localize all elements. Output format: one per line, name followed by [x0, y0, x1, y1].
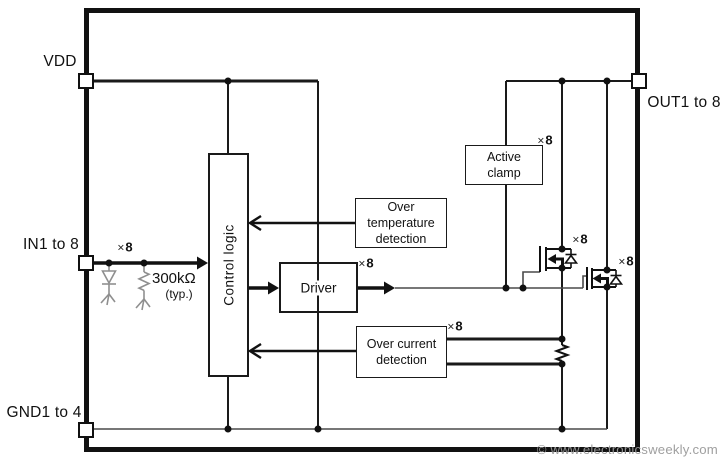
- in-pin: [78, 255, 94, 271]
- ground-symbol-icon: [100, 293, 116, 306]
- sense-resistor-icon: [553, 344, 571, 362]
- output-mosfet-icon: [586, 267, 624, 290]
- junction-dot: [603, 283, 611, 291]
- multiplier-input: ×8: [117, 240, 132, 255]
- output-fet-gate-riser: [582, 275, 587, 288]
- multiplier-sense-mosfet: ×8: [572, 232, 587, 247]
- ground-symbol-icon: [135, 298, 151, 311]
- active-clamp-label-line2: clamp: [487, 166, 521, 180]
- junction-dot: [558, 245, 566, 253]
- multiplier-sign: ×: [358, 256, 366, 271]
- overtemp-arrowhead-icon: [247, 214, 262, 232]
- multiplier-sign: ×: [618, 254, 626, 269]
- multiplier-over-current: ×8: [447, 319, 462, 334]
- control-logic-label: Control logic: [221, 224, 236, 306]
- multiplier-count: 8: [455, 318, 463, 334]
- multiplier-driver-output: ×8: [358, 256, 373, 271]
- body-arrowhead-icon: [547, 254, 556, 264]
- over-temperature-detection-block: Over temperature detection: [355, 198, 447, 248]
- input-arrowhead-icon: [197, 256, 208, 270]
- over-current-detection-block: Over current detection: [356, 326, 447, 378]
- over-current-label-line2: detection: [376, 353, 427, 367]
- driver-label: Driver: [297, 280, 340, 295]
- sense-mosfet-icon: [539, 246, 579, 272]
- multiplier-count: 8: [366, 255, 374, 271]
- multiplier-active-clamp: ×8: [537, 133, 552, 148]
- over-temperature-label-line1: Over temperature: [367, 199, 435, 230]
- vdd-pin-label: VDD: [43, 53, 77, 70]
- out-pin: [631, 73, 647, 89]
- junction-dot: [558, 77, 566, 85]
- multiplier-count: 8: [580, 231, 588, 247]
- junction-dot: [558, 360, 566, 368]
- multiplier-count: 8: [626, 253, 634, 269]
- multiplier-sign: ×: [447, 319, 455, 334]
- pulldown-resistor-icon: [137, 271, 151, 292]
- control-to-driver-arrowhead-icon: [268, 281, 279, 295]
- junction-dot: [224, 425, 232, 433]
- out-pin-label: OUT1 to 8: [647, 94, 721, 111]
- input-protection: [100, 263, 151, 311]
- junction-dot: [603, 266, 611, 274]
- junction-dot: [519, 284, 527, 292]
- over-temperature-label-line2: detection: [375, 232, 427, 247]
- junction-dot: [558, 264, 566, 272]
- gnd-pin-label: GND1 to 4: [6, 404, 82, 421]
- junction-dot: [603, 77, 611, 85]
- multiplier-sign: ×: [572, 232, 580, 247]
- body-arrowhead-icon: [592, 273, 601, 284]
- multiplier-sign: ×: [537, 133, 545, 148]
- junction-dot: [558, 425, 566, 433]
- driver-output-arrowhead-icon: [384, 281, 395, 295]
- body-diode-icon: [608, 275, 624, 285]
- input-resistor-value: 300kΩ: [152, 270, 196, 287]
- junction-dot: [502, 284, 510, 292]
- sense-fet-gate-riser: [522, 271, 540, 288]
- active-clamp-block: Active clamp: [465, 145, 543, 185]
- in-pin-label: IN1 to 8: [23, 236, 79, 253]
- input-resistor-note: (typ.): [165, 287, 192, 301]
- multiplier-count: 8: [545, 132, 553, 148]
- body-diode-icon: [563, 254, 579, 264]
- junction-dot: [140, 259, 148, 267]
- esd-diode-icon: [101, 270, 117, 285]
- junction-dot: [558, 335, 566, 343]
- gnd-pin: [78, 422, 94, 438]
- over-current-label-line1: Over current: [366, 336, 437, 351]
- body-arrow-shaft: [600, 277, 609, 287]
- multiplier-output-mosfet: ×8: [618, 254, 633, 269]
- junction-dot: [105, 259, 113, 267]
- multiplier-sign: ×: [117, 240, 125, 255]
- input-resistor-note-text: (typ.): [165, 287, 193, 301]
- junction-dot: [224, 77, 232, 85]
- body-arrow-shaft: [555, 257, 564, 268]
- overcurrent-arrowhead-icon: [247, 342, 262, 360]
- watermark: © www.electronicsweekly.com: [536, 442, 718, 457]
- input-resistor-value-text: 300kΩ: [152, 270, 196, 287]
- multiplier-count: 8: [125, 239, 133, 255]
- junction-dot: [314, 425, 322, 433]
- active-clamp-label-line1: Active: [486, 149, 522, 164]
- vdd-pin: [78, 73, 94, 89]
